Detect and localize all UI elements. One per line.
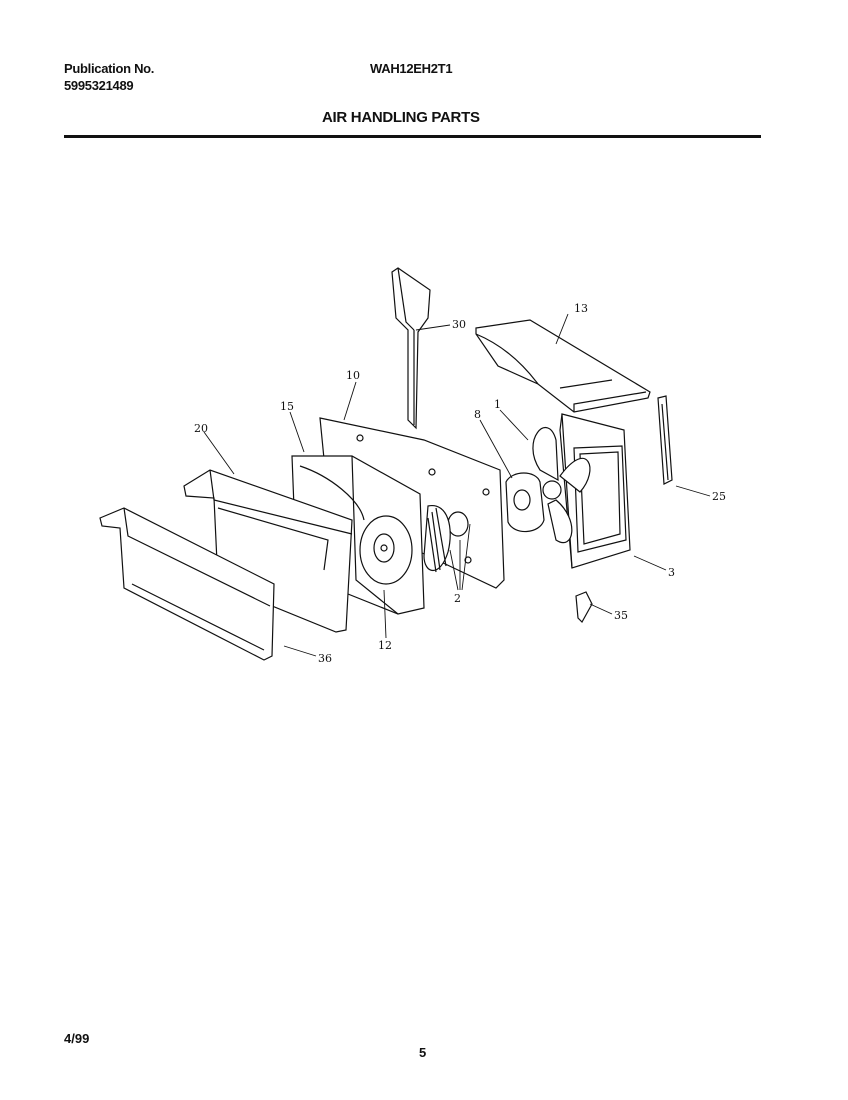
part-25-strip [657, 395, 673, 485]
callout-8: 8 [474, 408, 481, 421]
part-30-baffle [391, 267, 431, 430]
part-8-motor [505, 472, 545, 533]
callout-35: 35 [614, 609, 628, 622]
callout-20: 20 [194, 422, 208, 435]
callout-1: 1 [494, 398, 501, 411]
part-2-gaskets [423, 505, 469, 573]
callout-15: 15 [280, 400, 294, 413]
callout-13: 13 [574, 302, 588, 315]
callout-36: 36 [318, 652, 332, 665]
callout-25: 25 [712, 490, 726, 503]
model-number: WAH12EH2T1 [370, 61, 453, 76]
header-rule [64, 135, 761, 138]
part-13-top-cover [475, 319, 651, 413]
part-36-grille-frame [99, 507, 275, 661]
part-3-frame [559, 413, 631, 569]
section-title: AIR HANDLING PARTS [322, 109, 480, 126]
callout-10: 10 [346, 369, 360, 382]
publication-label: Publication No. [64, 61, 155, 76]
part-12-blower-wheel [359, 515, 413, 585]
callout-2: 2 [454, 592, 461, 605]
callout-12: 12 [378, 639, 392, 652]
part-35-bracket [575, 591, 593, 623]
publication-number: 5995321489 [64, 78, 134, 93]
callout-30: 30 [452, 318, 466, 331]
leader-lines [203, 313, 711, 657]
callout-labels: 30 13 10 15 20 8 1 25 2 3 35 12 36 [194, 302, 726, 665]
part-20-duct [183, 469, 353, 633]
page-number: 5 [419, 1045, 427, 1060]
revision-date: 4/99 [64, 1031, 90, 1046]
callout-3: 3 [668, 566, 675, 579]
